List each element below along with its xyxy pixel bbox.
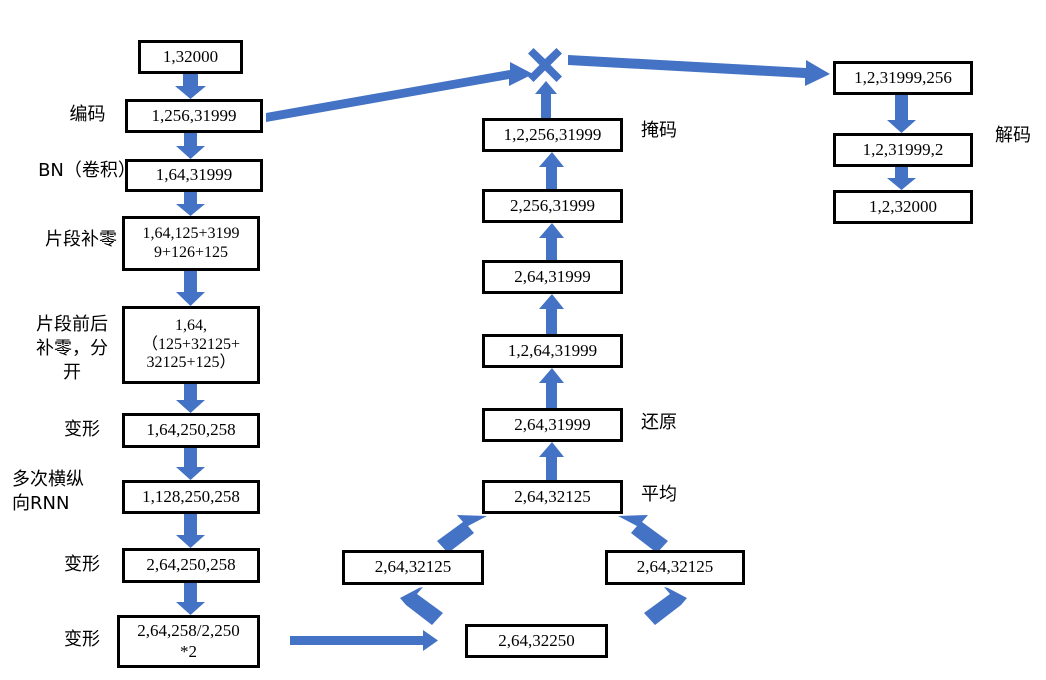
arrow-left9-to-bottom [290,630,438,651]
shape-box-mid-bottom[interactable]: 2,64,32250 [465,624,608,658]
stage-label-reshape-3: 变形 [64,629,100,650]
shape-box-left-3[interactable]: 1,64,31999 [125,159,263,192]
shape-box-mid-4[interactable]: 1,2,64,31999 [482,334,623,368]
shape-box-mid-right[interactable]: 2,64,32125 [605,550,745,585]
shape-box-left-7[interactable]: 1,128,250,258 [122,480,260,514]
stage-label-reshape-2: 变形 [64,554,100,575]
arrow-up-mid3-mid2 [539,223,564,260]
arrow-down-left-4-5 [176,271,205,306]
shape-box-left-5[interactable]: 1,64, （125+32125+ 32125+125） [122,306,260,384]
arrow-down-left-2-3 [176,133,205,159]
arrow-up-mid2-mid1 [539,152,564,189]
stage-label-average: 平均 [641,484,677,505]
shape-box-mid-6[interactable]: 2,64,32125 [482,480,623,514]
shape-box-left-2[interactable]: 1,256,31999 [125,99,263,133]
stage-label-bn-conv: BN（卷积） [38,160,136,181]
stage-label-reshape-1: 变形 [64,419,100,440]
shape-box-mid-5[interactable]: 2,64,31999 [482,408,623,442]
arrow-midright-to-mid6 [618,515,668,553]
arrow-down-left-6-7 [176,448,205,480]
arrow-up-mid1-to-x [535,81,557,118]
shape-box-left-1[interactable]: 1,32000 [138,40,243,74]
arrow-down-left-1-2 [175,74,206,99]
arrow-down-left-7-8 [176,514,205,548]
arrow-down-right-1-2 [887,95,916,133]
stage-label-encode: 编码 [69,104,106,125]
arrow-down-left-3-4 [176,192,205,216]
arrow-down-right-2-3 [887,167,916,190]
shape-box-left-6[interactable]: 1,64,250,258 [122,413,260,448]
arrow-midleft-to-mid6 [437,515,487,553]
arrow-down-left-5-6 [176,384,205,413]
shape-box-mid-3[interactable]: 2,64,31999 [482,260,623,294]
shape-box-left-4[interactable]: 1,64,125+3199 9+126+125 [122,216,260,271]
stage-label-segment-pad: 片段补零 [45,229,117,250]
arrow-up-mid6-mid5 [539,442,564,480]
shape-box-mid-left[interactable]: 2,64,32125 [342,550,484,585]
arrow-up-mid4-mid3 [539,294,564,334]
arrow-encode-to-multiply [266,62,533,122]
stage-label-decode: 解码 [995,125,1031,146]
arrow-down-left-8-9 [176,583,205,615]
stage-label-mask: 掩码 [641,120,677,141]
shape-box-right-1[interactable]: 1,2,31999,256 [833,61,973,95]
shape-box-right-2[interactable]: 1,2,31999,2 [833,133,973,167]
arrow-multiply-to-decode [568,55,830,86]
shape-box-left-9[interactable]: 2,64,258/2,250 *2 [117,615,260,668]
stage-label-restore: 还原 [641,412,677,433]
arrow-bottom-to-midright [644,587,687,625]
stage-label-segment-pad-split: 片段前后 补零，分 开 [36,314,108,383]
shape-box-left-8[interactable]: 2,64,250,258 [122,548,260,583]
stage-label-multi-rnn: 多次横纵 向RNN [12,469,84,514]
shape-box-right-3[interactable]: 1,2,32000 [833,190,973,224]
arrow-bottom-to-midleft [400,587,443,625]
arrow-up-mid5-mid4 [539,368,564,408]
shape-box-mid-2[interactable]: 2,256,31999 [482,189,623,223]
shape-box-mid-1[interactable]: 1,2,256,31999 [482,118,623,152]
multiply-icon [528,48,562,82]
